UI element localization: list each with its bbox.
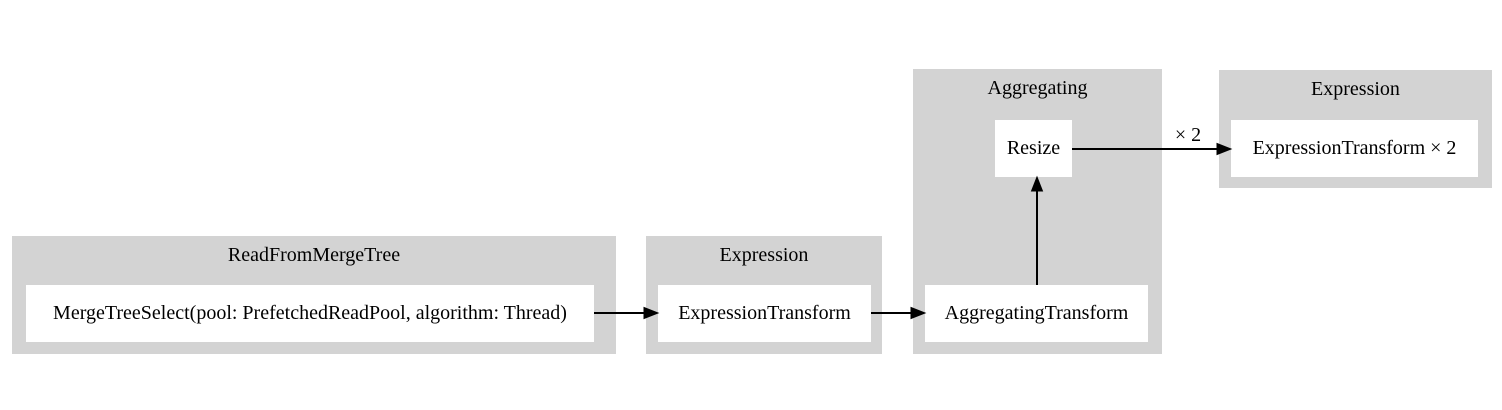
node-resize-label: Resize [1006,137,1061,159]
cluster-readfrommergetree: ReadFromMergeTree MergeTreeSelect(pool: … [12,236,616,354]
node-expressiontransform-label: ExpressionTransform [678,302,851,324]
node-mergetreeselect-label: MergeTreeSelect(pool: PrefetchedReadPool… [53,302,567,324]
edge-multiplicity-label: × 2 [1175,124,1201,146]
node-aggregatingtransform-label: AggregatingTransform [944,302,1129,324]
cluster-expression-1-title: Expression [719,244,809,266]
node-resize: Resize [995,120,1072,177]
cluster-expression-1: Expression ExpressionTransform [646,236,882,354]
cluster-aggregating: Aggregating Resize AggregatingTransform [913,69,1162,354]
node-expressiontransform-x2-label: ExpressionTransform × 2 [1252,137,1457,159]
node-expressiontransform-x2: ExpressionTransform × 2 [1231,120,1478,177]
cluster-expression-2: Expression ExpressionTransform × 2 [1219,70,1492,188]
node-aggregatingtransform: AggregatingTransform [925,285,1148,342]
cluster-readfrommergetree-title: ReadFromMergeTree [227,244,401,266]
node-expressiontransform: ExpressionTransform [658,285,871,342]
node-mergetreeselect: MergeTreeSelect(pool: PrefetchedReadPool… [26,285,594,342]
cluster-expression-2-title: Expression [1311,78,1400,100]
cluster-aggregating-title: Aggregating [987,77,1088,99]
